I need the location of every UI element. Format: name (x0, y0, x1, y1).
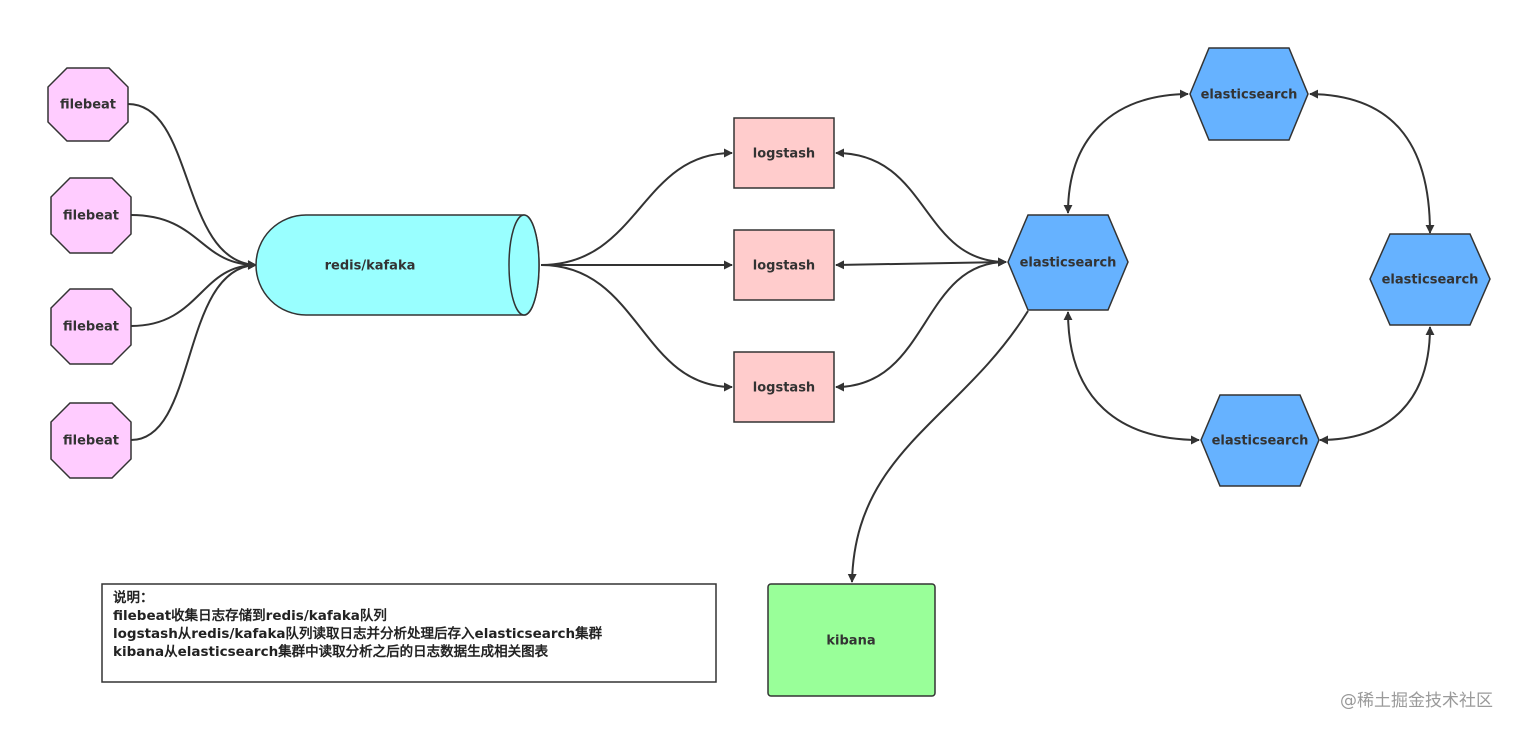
filebeat-label: filebeat (60, 98, 116, 113)
edge-es-top-es-right (1309, 89, 1435, 234)
es-label: elasticsearch (1020, 256, 1117, 271)
edge-logstash-3-es-center (835, 257, 1007, 392)
es-node-center[interactable]: elasticsearch (1007, 214, 1129, 311)
es-node-right[interactable]: elasticsearch (1369, 233, 1491, 326)
es-label: elasticsearch (1212, 434, 1309, 449)
note-line-3: kibana从elasticsearch集群中读取分析之后的日志数据生成相关图表 (113, 643, 549, 660)
filebeat-node-1[interactable]: filebeat (47, 67, 129, 142)
logstash-node-1[interactable]: logstash (733, 117, 835, 189)
queue-label: redis/kafaka (325, 259, 416, 274)
edge-es-center-to-kibana (847, 310, 1029, 583)
queue-node[interactable]: redis/kafaka (255, 214, 540, 316)
edge-queue-to-logstash-1 (540, 148, 733, 266)
edges (127, 89, 1435, 583)
edge-es-bottom-es-center (1063, 311, 1200, 445)
filebeat-node-4[interactable]: filebeat (50, 402, 132, 479)
filebeat-label: filebeat (63, 320, 119, 335)
edge-filebeat-4-to-queue (130, 260, 257, 441)
note-title: 说明： (113, 589, 154, 606)
edge-queue-to-logstash-3 (540, 264, 733, 392)
watermark-text: @稀土掘金技术社区 (1340, 691, 1493, 711)
kibana-label: kibana (826, 634, 875, 649)
edge-es-center-es-top (1063, 89, 1189, 214)
es-label: elasticsearch (1382, 273, 1479, 288)
edge-filebeat-1-to-queue (127, 103, 257, 270)
logstash-node-2[interactable]: logstash (733, 229, 835, 301)
kibana-node[interactable]: kibana (767, 583, 936, 697)
edge-logstash-1-es-center (835, 148, 1007, 267)
edge-filebeat-3-to-queue (130, 260, 257, 327)
edge-filebeat-2-to-queue (130, 214, 257, 270)
logstash-node-3[interactable]: logstash (733, 351, 835, 423)
logstash-label: logstash (753, 259, 815, 274)
filebeat-node-2[interactable]: filebeat (50, 177, 132, 254)
es-label: elasticsearch (1201, 88, 1298, 103)
note-line-1: filebeat收集日志存储到redis/kafaka队列 (113, 607, 387, 624)
es-node-top[interactable]: elasticsearch (1189, 47, 1309, 141)
es-node-bottom[interactable]: elasticsearch (1200, 394, 1320, 487)
filebeat-label: filebeat (63, 434, 119, 449)
logstash-label: logstash (753, 147, 815, 162)
edge-logstash-2-es-center (835, 257, 1007, 270)
logstash-label: logstash (753, 381, 815, 396)
filebeat-node-3[interactable]: filebeat (50, 288, 132, 365)
note-box: 说明： filebeat收集日志存储到redis/kafaka队列 logsta… (101, 583, 717, 683)
note-line-2: logstash从redis/kafaka队列读取日志并分析处理后存入elast… (113, 625, 603, 642)
filebeat-label: filebeat (63, 209, 119, 224)
edge-es-right-es-bottom (1319, 326, 1435, 445)
